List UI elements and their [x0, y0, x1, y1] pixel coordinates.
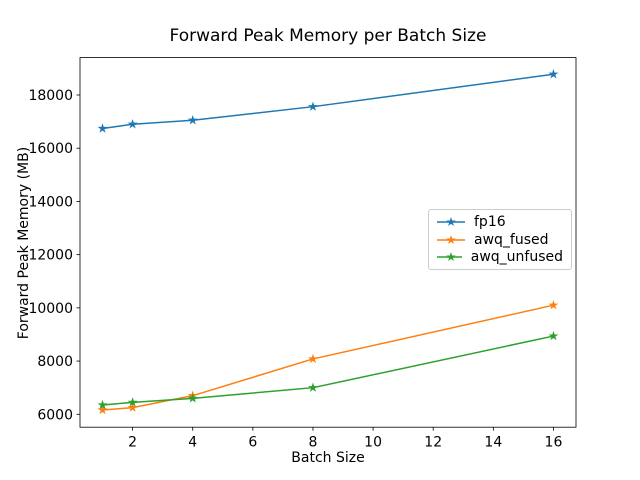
x-tick-label: 10: [364, 435, 382, 451]
marker-awq_fused-x1: [97, 404, 108, 415]
legend-label-awq_fused: awq_fused: [474, 231, 549, 248]
star-marker-icon: [446, 234, 456, 244]
legend-line-sample-fp16: [437, 217, 465, 227]
marker-fp16-x8: [308, 101, 318, 111]
plot-frame: [79, 57, 577, 428]
legend-line-sample-awq_unfused: [437, 251, 462, 261]
legend-label-awq_unfused: awq_unfused: [470, 248, 563, 265]
line-awq_unfused: [102, 335, 554, 406]
y-tick-label: 18000: [28, 88, 73, 104]
y-tick-label: 14000: [28, 194, 73, 210]
line-awq_fused: [102, 304, 554, 411]
x-tick-label: 4: [188, 435, 197, 451]
y-tick-label: 12000: [28, 248, 73, 264]
star-marker-icon: [446, 251, 456, 261]
x-tick-label: 6: [248, 435, 257, 451]
marker-fp16-x2: [127, 119, 138, 129]
marker-awq_unfused-x4: [187, 393, 198, 403]
marker-fp16-x4: [187, 115, 198, 125]
legend-item-fp16: fp16: [437, 215, 563, 229]
legend-label-fp16: fp16: [474, 214, 506, 231]
marker-fp16-x16: [548, 69, 559, 79]
marker-awq_unfused-x2: [127, 397, 138, 407]
marker-awq_unfused-x16: [548, 330, 559, 341]
legend-item-awq_unfused: awq_unfused: [437, 250, 563, 264]
y-axis-label: Forward Peak Memory (MB): [16, 146, 32, 340]
y-tick-label: 16000: [28, 141, 73, 157]
x-tick-label: 12: [424, 435, 442, 451]
line-fp16: [102, 73, 554, 130]
marker-awq_unfused-x8: [308, 382, 318, 392]
x-axis-label: Batch Size: [291, 450, 365, 466]
star-marker-icon: [446, 217, 456, 227]
chart-title: Forward Peak Memory per Batch Size: [169, 26, 487, 46]
marker-awq_fused-x16: [548, 300, 559, 310]
y-tick-label: 8000: [37, 354, 73, 370]
x-tick-label: 14: [484, 435, 502, 451]
legend-line-sample-awq_fused: [437, 234, 465, 244]
y-tick-label: 6000: [37, 407, 73, 423]
y-tick-label: 10000: [28, 301, 73, 317]
x-tick-label: 8: [309, 435, 318, 451]
legend-item-awq_fused: awq_fused: [437, 233, 563, 247]
x-tick-label: 16: [545, 435, 563, 451]
x-tick-label: 2: [128, 435, 137, 451]
marker-fp16-x1: [97, 123, 108, 133]
marker-awq_fused-x8: [308, 353, 318, 364]
marker-awq_fused-x2: [127, 402, 138, 412]
marker-awq_unfused-x1: [97, 399, 108, 410]
